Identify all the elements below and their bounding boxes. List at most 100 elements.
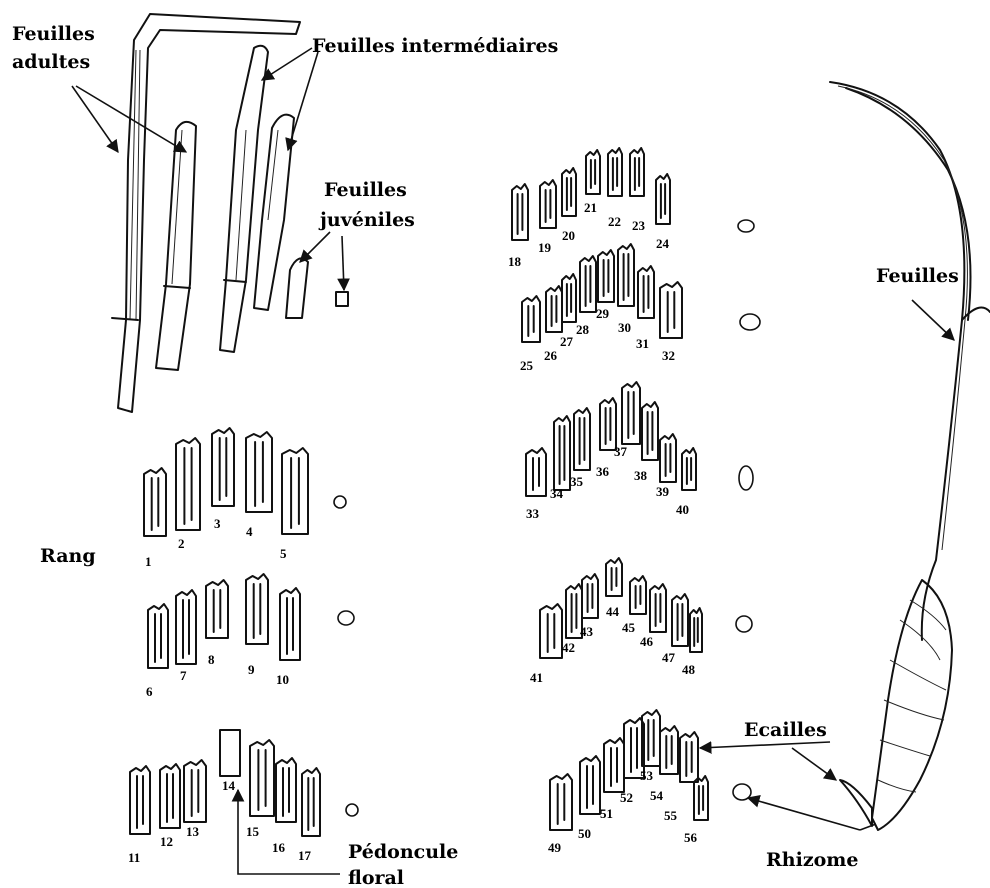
plant-scale (840, 780, 872, 826)
scale-drawing (522, 296, 540, 342)
scale-number: 32 (662, 348, 675, 363)
scale-drawing (680, 732, 698, 782)
scale-number: 15 (246, 824, 260, 839)
scale-number: 28 (576, 322, 590, 337)
scale-number: 4 (246, 524, 253, 539)
scale-drawing (656, 174, 670, 224)
leaves-label: Feuilles (876, 265, 959, 287)
scale-drawing (562, 168, 576, 216)
scale-number: 30 (618, 320, 631, 335)
cross-section (733, 784, 751, 800)
scale-drawing (638, 266, 654, 318)
scale-number: 1 (145, 554, 152, 569)
scale-drawing (580, 756, 600, 814)
adult-leaves-label: Feuilles (12, 23, 95, 45)
scale-drawing (130, 766, 150, 834)
scale-number: 45 (622, 620, 636, 635)
scale-number: 48 (682, 662, 696, 677)
scale-drawing (148, 604, 168, 668)
scale-number: 37 (614, 444, 628, 459)
scale-drawing (546, 286, 562, 332)
scales-label: Ecailles (744, 719, 827, 741)
scale-number: 46 (640, 634, 654, 649)
scale-drawing (604, 738, 624, 792)
scale-drawing (246, 432, 272, 512)
scale-drawing (540, 180, 556, 228)
scale-drawing (302, 768, 320, 836)
scale-number: 54 (650, 788, 664, 803)
cross-section (334, 496, 346, 508)
scale-number: 41 (530, 670, 543, 685)
intermediate-leaf (220, 46, 268, 352)
scale-drawing (608, 148, 622, 196)
scale-drawing (672, 594, 688, 646)
adult-leaves-label-2: adultes (12, 51, 90, 73)
rang-label: Rang (40, 545, 96, 567)
scale-number: 20 (562, 228, 575, 243)
juvenile-leaves-label-2: juvéniles (318, 209, 415, 231)
scale-number: 14 (222, 778, 236, 793)
scale-number: 26 (544, 348, 558, 363)
scale-number: 42 (562, 640, 575, 655)
scale-drawing (682, 448, 696, 490)
scale-drawing (630, 576, 646, 614)
scale-drawing (574, 408, 590, 470)
scale-number: 38 (634, 468, 648, 483)
scale-number: 52 (620, 790, 633, 805)
scale-number: 27 (560, 334, 574, 349)
scale-number: 44 (606, 604, 620, 619)
scale-drawing (622, 382, 640, 444)
scale-number: 55 (664, 808, 678, 823)
scale-drawing (280, 588, 300, 660)
scale-number: 16 (272, 840, 286, 855)
scale-number: 24 (656, 236, 670, 251)
scale-number: 50 (578, 826, 591, 841)
scale-drawing (600, 398, 616, 450)
scale-drawing (650, 584, 666, 632)
cross-section (338, 611, 354, 625)
scale-number: 43 (580, 624, 594, 639)
scale-drawing (246, 574, 268, 644)
scale-drawing (250, 740, 274, 816)
scale-drawing (212, 428, 234, 506)
cross-section (738, 220, 754, 232)
scale-number: 9 (248, 662, 255, 677)
scale-drawing (690, 608, 702, 652)
scale-drawing (630, 148, 644, 196)
plant-base (872, 580, 952, 830)
scale-number: 6 (146, 684, 153, 699)
scale-drawing (554, 416, 570, 490)
scale-drawing (618, 244, 634, 306)
juvenile-leaf (336, 292, 348, 306)
scale-number: 25 (520, 358, 534, 373)
scale-drawing (144, 468, 166, 536)
scale-number: 22 (608, 214, 621, 229)
scale-number: 10 (276, 672, 289, 687)
scale-drawing (176, 590, 196, 664)
scale-number: 19 (538, 240, 552, 255)
cross-section (736, 616, 752, 632)
peduncle-label: Pédoncule (348, 841, 458, 863)
scale-number: 36 (596, 464, 610, 479)
scale-number: 34 (550, 486, 564, 501)
scale-drawing (586, 150, 600, 194)
scale-drawing (526, 448, 546, 496)
scale-drawing (282, 448, 308, 534)
scale-number: 33 (526, 506, 540, 521)
scale-number: 7 (180, 668, 187, 683)
scale-drawing (598, 250, 614, 302)
scale-drawing (660, 282, 682, 338)
scale-number: 5 (280, 546, 287, 561)
scale-drawing (580, 256, 596, 312)
scale-drawing (276, 758, 296, 822)
scale-drawing (550, 774, 572, 830)
scale-number: 53 (640, 768, 654, 783)
scale-drawing (184, 760, 206, 822)
scale-drawing (582, 574, 598, 618)
scale-number: 21 (584, 200, 597, 215)
scale-number: 13 (186, 824, 200, 839)
scale-number: 49 (548, 840, 562, 855)
peduncle-label-2: floral (348, 867, 404, 888)
scale-drawing (160, 764, 180, 828)
